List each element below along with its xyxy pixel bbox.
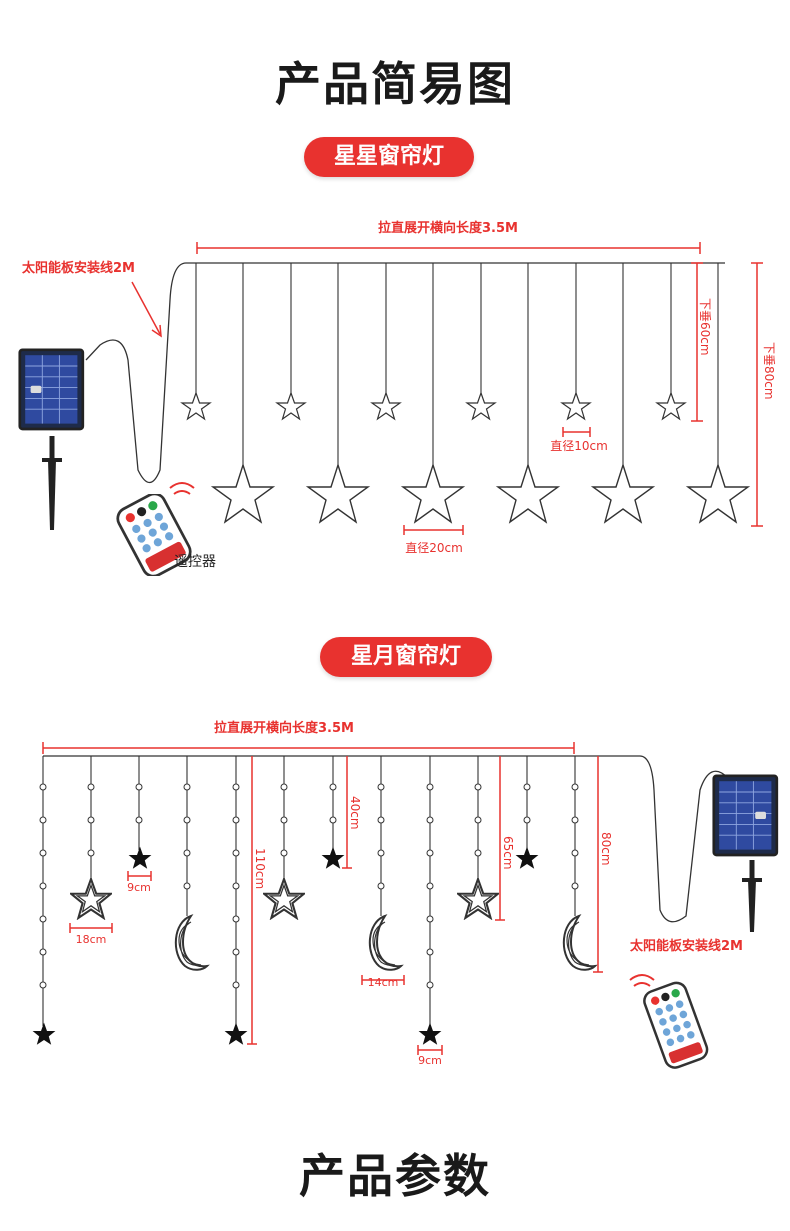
star-main-wire	[85, 262, 725, 484]
moon-curtain-diagram: 拉直展开横向长度3.5M	[32, 720, 779, 1072]
solar-panel-icon	[18, 348, 85, 530]
big-star-diameter-label: 直径20cm	[405, 541, 463, 555]
drop-60-dimension	[691, 262, 703, 422]
dim-9cm-top	[127, 871, 152, 881]
small-star	[370, 391, 402, 421]
pendant-shapes	[32, 846, 597, 1045]
big-star	[400, 462, 466, 524]
moon-shape	[562, 914, 597, 971]
bead-dots	[39, 783, 579, 989]
dim-14cm	[361, 975, 405, 985]
small-star-diameter-dimension	[562, 427, 591, 437]
drop-60-label: 下垂60cm	[698, 298, 712, 356]
drop-110-dimension	[247, 756, 257, 1045]
dim-18cm	[69, 923, 113, 933]
moon-drop-wires	[42, 756, 576, 1026]
moon-width-dimension	[42, 742, 575, 754]
moon-main-wire	[43, 755, 729, 923]
big-star-diameter-dimension	[403, 525, 464, 535]
solid-star	[224, 1022, 248, 1045]
drop-80-dimension	[751, 262, 763, 527]
big-star-row	[210, 462, 751, 524]
small-star	[180, 391, 212, 421]
hollow-star	[70, 878, 112, 919]
moon-remote-control-icon	[629, 974, 712, 1072]
small-star	[560, 391, 592, 421]
small-star-diameter-label: 直径10cm	[550, 439, 608, 453]
solid-star	[418, 1022, 442, 1045]
drop-80-moon-label: 80cm	[599, 832, 613, 866]
hollow-star	[457, 878, 499, 919]
parameters-title: 产品参数	[299, 1149, 491, 1203]
solid-star	[321, 846, 345, 869]
remote-label: 遥控器	[174, 554, 216, 570]
moon-width-label: 拉直展开横向长度3.5M	[214, 720, 354, 736]
solid-star	[128, 846, 152, 869]
drop-80-label: 下垂80cm	[762, 342, 776, 400]
big-star	[495, 462, 561, 524]
star-curtain-heading: 星星窗帘灯	[304, 137, 474, 177]
solid-star	[515, 846, 539, 869]
moon-shape	[174, 914, 209, 971]
dim-9cm-top-label: 9cm	[127, 881, 151, 894]
drop-65-dimension	[495, 756, 505, 921]
big-star	[685, 462, 751, 524]
dim-18cm-label: 18cm	[76, 933, 107, 946]
big-star	[210, 462, 276, 524]
drop-40-label: 40cm	[348, 796, 362, 830]
small-star	[465, 391, 497, 421]
moon-curtain-heading: 星月窗帘灯	[320, 637, 492, 677]
small-star-row	[180, 391, 687, 421]
big-star	[305, 462, 371, 524]
star-drop-wires	[195, 263, 719, 466]
star-width-label: 拉直展开横向长度3.5M	[378, 220, 518, 236]
star-solar-arrow	[131, 281, 162, 338]
simple-diagram-title: 产品简易图	[275, 57, 515, 111]
hollow-star	[263, 878, 305, 919]
star-width-dimension	[196, 242, 701, 254]
small-star	[275, 391, 307, 421]
star-solar-cable-label: 太阳能板安装线2M	[21, 260, 135, 276]
drop-65-label: 65cm	[501, 836, 515, 870]
drop-110-label: 110cm	[253, 848, 267, 889]
star-curtain-diagram: 拉直展开横向长度3.5M 太阳能板安装线2M	[18, 220, 776, 576]
remote-control-icon	[112, 482, 196, 576]
moon-solar-panel-icon	[712, 774, 779, 932]
dim-9cm-bottom-label: 9cm	[418, 1054, 442, 1067]
dim-14cm-label: 14cm	[368, 976, 399, 989]
moon-solar-cable-label: 太阳能板安装线2M	[629, 938, 743, 954]
dim-9cm-bottom	[417, 1045, 443, 1055]
small-star	[655, 391, 687, 421]
big-star	[590, 462, 656, 524]
moon-shape	[368, 914, 403, 971]
solid-star	[32, 1022, 56, 1045]
drop-80-moon-dimension	[593, 756, 603, 973]
drop-40-dimension	[342, 756, 352, 869]
